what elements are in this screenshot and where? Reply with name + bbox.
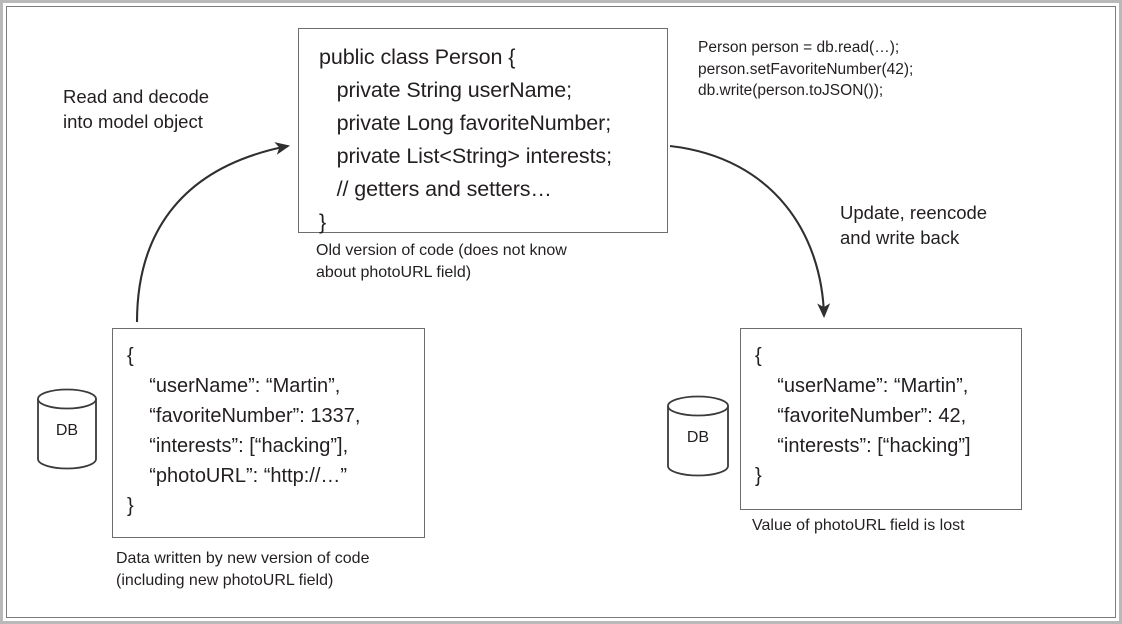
person-class-code: public class Person { private String use… (319, 45, 612, 234)
stored-record-json: { “userName”: “Martin”, “favoriteNumber”… (127, 345, 361, 517)
database-label-left: DB (56, 422, 78, 439)
usage-code-snippet: Person person = db.read(…); person.setFa… (698, 39, 914, 99)
arrow-read-decode (135, 142, 291, 323)
caption-old-version-of-code: Old version of code (does not know about… (316, 242, 567, 281)
caption-value-of-photourl-is-lost: Value of photoURL field is lost (752, 517, 965, 534)
caption-data-written-by-new-version: Data written by new version of code (inc… (116, 550, 370, 589)
database-label-right: DB (687, 429, 709, 446)
label-update-reencode: Update, reencode and write back (840, 202, 988, 248)
arrow-update-writeback (669, 144, 831, 319)
stored-record-box: { “userName”: “Martin”, “favoriteNumber”… (112, 328, 425, 538)
database-cylinder-right: DB (666, 393, 730, 479)
label-read-and-decode: Read and decode into model object (63, 86, 210, 132)
person-class-box: public class Person { private String use… (298, 28, 668, 234)
rewritten-record-box: { “userName”: “Martin”, “favoriteNumber”… (740, 328, 1022, 510)
database-cylinder-left: DB (36, 386, 98, 472)
database-icon: DB (667, 395, 729, 477)
rewritten-record-json: { “userName”: “Martin”, “favoriteNumber”… (755, 345, 971, 487)
database-icon: DB (37, 388, 97, 470)
